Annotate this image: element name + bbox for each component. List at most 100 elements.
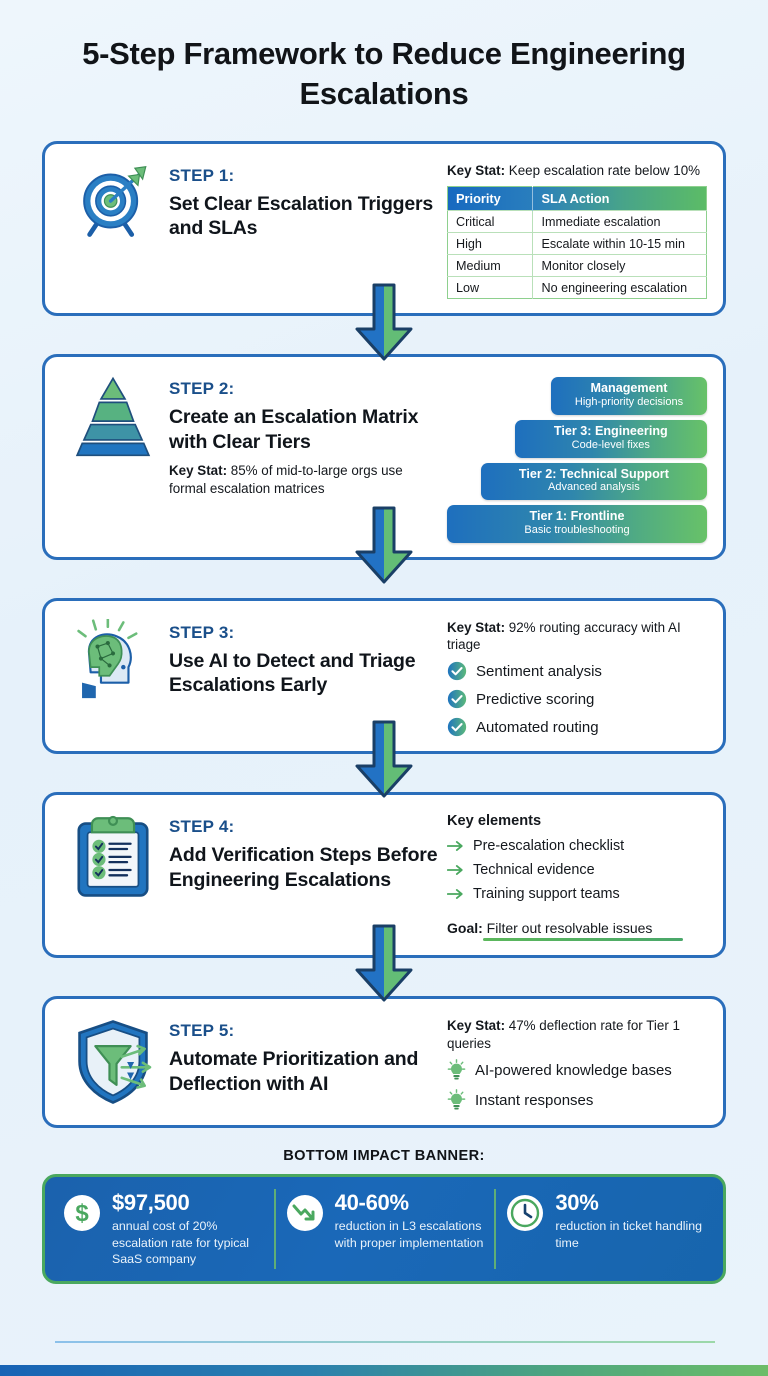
key-stat-value: 92% routing accuracy with AI triage xyxy=(447,619,681,653)
step-5-text: STEP 5: Automate Prioritization and Defl… xyxy=(165,1013,443,1096)
tier-name: Management xyxy=(590,381,668,396)
list-item-label: Sentiment analysis xyxy=(476,662,602,680)
tier-desc: Basic troubleshooting xyxy=(524,523,630,536)
step-2-title: Create an Escalation Matrix with Clear T… xyxy=(169,406,419,453)
list-item: Automated routing xyxy=(447,717,707,737)
key-stat-label: Key Stat: xyxy=(169,463,228,479)
step-2-text: STEP 2: Create an Escalation Matrix with… xyxy=(165,371,443,498)
tier-bar: Tier 1: Frontline Basic troubleshooting xyxy=(447,505,707,543)
sla-action-cell: Immediate escalation xyxy=(532,210,707,233)
step-1-text: STEP 1: Set Clear Escalation Triggers an… xyxy=(165,158,443,241)
tier-bar: Tier 3: Engineering Code-level fixes xyxy=(514,419,707,458)
check-circle-icon xyxy=(447,689,467,709)
step-2-left: STEP 2: Create an Escalation Matrix with… xyxy=(61,371,443,498)
list-item-label: Technical evidence xyxy=(473,862,595,879)
page-title: 5-Step Framework to Reduce Engineering E… xyxy=(82,36,686,112)
list-item-label: Instant responses xyxy=(475,1091,594,1109)
tier-desc: High-priority decisions xyxy=(574,396,684,409)
step-5-left: STEP 5: Automate Prioritization and Defl… xyxy=(61,1013,443,1107)
arrow-right-icon xyxy=(447,839,465,853)
key-stat-value: 85% of mid-to-large orgs use formal esca… xyxy=(169,463,403,497)
sla-col-priority: Priority xyxy=(447,186,534,211)
list-item: AI-powered knowledge bases xyxy=(447,1059,707,1081)
goal-text: Filter out resolvable issues xyxy=(482,920,653,937)
list-item: Sentiment analysis xyxy=(447,661,707,681)
impact-value: 40-60% xyxy=(334,1190,409,1216)
dollar-circle-icon: $ xyxy=(62,1191,102,1238)
step-3-right: Key Stat: 92% routing accuracy with AI t… xyxy=(443,615,707,737)
step-4-bullet-list: Pre-escalation checklist Technical evide… xyxy=(447,838,707,902)
tier-name: Tier 3: Engineering xyxy=(553,423,668,438)
step-2-right: Management High-priority decisions Tier … xyxy=(443,371,707,543)
tier-bar: Management High-priority decisions xyxy=(551,377,707,415)
key-stat-label: Key Stat: xyxy=(447,162,506,178)
sla-action-cell: Escalate within 10-15 min xyxy=(532,232,707,255)
list-item-label: Predictive scoring xyxy=(476,690,595,708)
impact-item-handling-time: 30% reduction in ticket handling time xyxy=(494,1189,715,1269)
impact-desc: reduction in L3 escalations with proper … xyxy=(334,1219,484,1250)
arrow-right-icon xyxy=(447,887,465,901)
lightbulb-icon xyxy=(447,1059,466,1081)
sla-priority-cell: Critical xyxy=(447,210,534,233)
step-3-label: STEP 3: xyxy=(169,622,235,642)
step-1-title: Set Clear Escalation Triggers and SLAs xyxy=(169,192,434,240)
step-3-title: Use AI to Detect and Triage Escalations … xyxy=(169,649,416,697)
list-item-label: Training support teams xyxy=(473,886,620,903)
shield-funnel-icon xyxy=(61,1013,165,1107)
sla-priority-cell: High xyxy=(447,232,534,255)
svg-text:$: $ xyxy=(75,1200,89,1227)
sla-action-cell: Monitor closely xyxy=(532,254,707,277)
impact-desc: annual cost of 20% escalation rate for t… xyxy=(112,1219,250,1266)
list-item-label: Automated routing xyxy=(476,718,599,736)
sla-action-cell: No engineering escalation xyxy=(532,276,707,299)
list-item: Pre-escalation checklist xyxy=(447,838,707,854)
clock-icon xyxy=(505,1191,545,1238)
step-4-left: STEP 4: Add Verification Steps Before En… xyxy=(61,809,443,899)
tier-pyramid: Management High-priority decisions Tier … xyxy=(447,375,707,543)
impact-value: $97,500 xyxy=(112,1190,190,1216)
step-4-goal: Goal: Filter out resolvable issues xyxy=(447,920,683,942)
tier-desc: Advanced analysis xyxy=(548,481,640,494)
step-1-left: STEP 1: Set Clear Escalation Triggers an… xyxy=(61,158,443,241)
step-card-4: STEP 4: Add Verification Steps Before En… xyxy=(42,792,726,959)
arrow-right-icon xyxy=(447,863,465,877)
impact-desc: reduction in ticket handling time xyxy=(555,1219,703,1250)
lightbulb-icon xyxy=(447,1089,466,1111)
sla-col-action: SLA Action xyxy=(541,191,610,207)
step-5-bullet-list: AI-powered knowledge bases Instant respo… xyxy=(447,1059,707,1111)
step-1-label: STEP 1: xyxy=(169,165,235,185)
step-4-right: Key elements Pre-escalation checklist Te… xyxy=(443,809,707,942)
step-4-label: STEP 4: xyxy=(169,817,235,837)
step-card-5: STEP 5: Automate Prioritization and Defl… xyxy=(42,996,726,1129)
target-arrow-icon xyxy=(61,158,165,240)
goal-underline xyxy=(483,938,683,942)
key-stat-value: Keep escalation rate below 10% xyxy=(505,162,701,178)
trend-down-icon xyxy=(285,1191,325,1238)
impact-value: 30% xyxy=(555,1190,599,1216)
sla-priority-cell: Medium xyxy=(447,254,534,277)
step-5-key-stat: Key Stat: 47% deflection rate for Tier 1… xyxy=(447,1017,707,1052)
impact-banner: $ $97,500 annual cost of 20% escalation … xyxy=(42,1174,726,1284)
bottom-gradient-strip xyxy=(0,1365,768,1376)
impact-item-cost: $ $97,500 annual cost of 20% escalation … xyxy=(53,1189,274,1268)
step-3-left: STEP 3: Use AI to Detect and Triage Esca… xyxy=(61,615,443,705)
step-card-2: STEP 2: Create an Escalation Matrix with… xyxy=(42,354,726,560)
step-card-1: STEP 1: Set Clear Escalation Triggers an… xyxy=(42,140,726,317)
list-item: Predictive scoring xyxy=(447,689,707,709)
step-2-key-stat: Key Stat: 85% of mid-to-large orgs use f… xyxy=(169,462,443,498)
step-1-right: Key Stat: Keep escalation rate below 10%… xyxy=(443,158,707,300)
goal-label: Goal: xyxy=(447,920,483,937)
clipboard-check-icon xyxy=(61,809,165,899)
steps-container: STEP 1: Set Clear Escalation Triggers an… xyxy=(0,115,768,1129)
sla-table-header-row: Priority SLA Action xyxy=(447,186,707,211)
check-circle-icon xyxy=(447,661,467,681)
sla-priority-cell: Low xyxy=(447,276,534,299)
pyramid-icon xyxy=(61,371,165,457)
list-item-label: Pre-escalation checklist xyxy=(473,838,625,855)
step-2-label: STEP 2: xyxy=(169,379,235,399)
step-3-key-stat: Key Stat: 92% routing accuracy with AI t… xyxy=(447,619,707,654)
